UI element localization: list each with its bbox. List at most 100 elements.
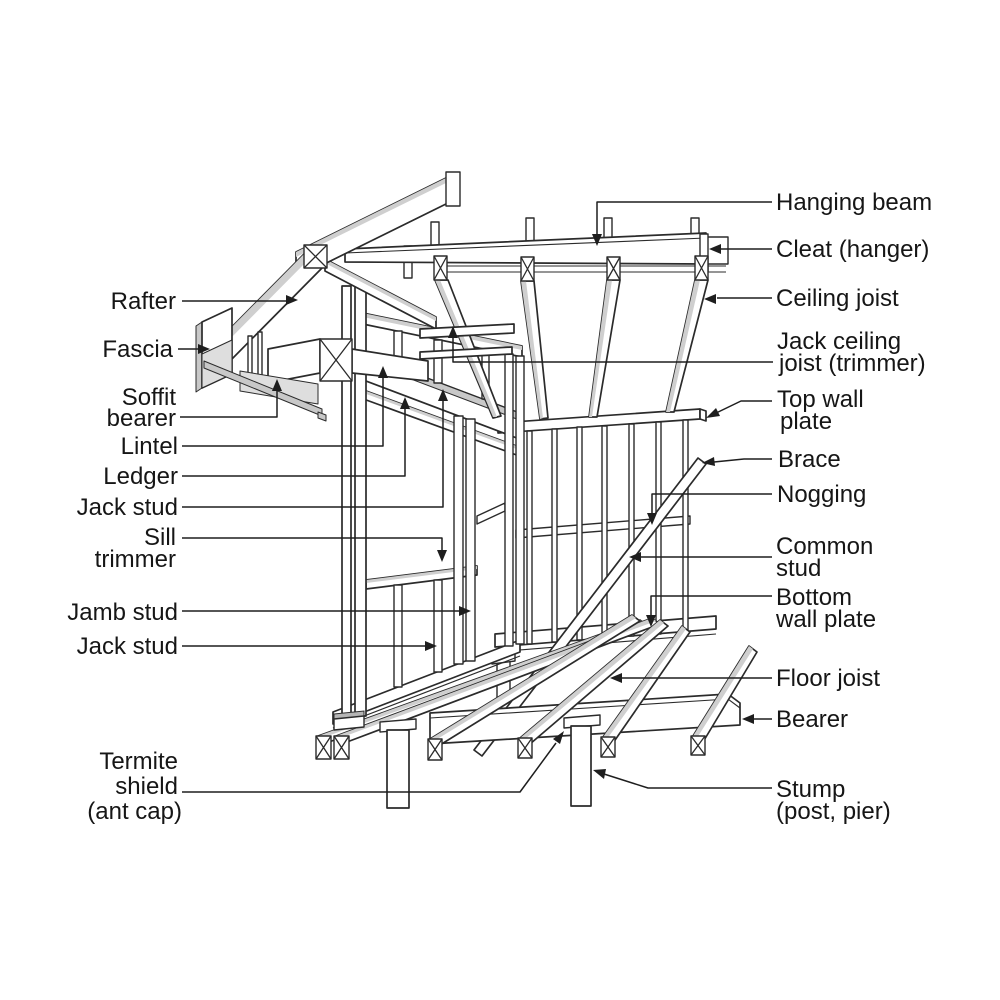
label-sill-trimmer-2: trimmer [95,546,176,573]
floor-joist-4-shade [520,620,664,740]
arrow-soffit-bearer [272,379,282,391]
labels: Hanging beam Cleat (hanger) Ceiling jois… [67,189,932,825]
jamb-stud-1 [453,415,464,665]
eave-stud-2 [257,331,263,379]
label-fascia: Fascia [102,336,173,363]
corner-stud-2 [515,355,525,645]
arrow-jack-stud-upper [438,389,448,401]
floor-joist-6-shade [693,646,753,738]
label-bottom-wall-plate-2: wall plate [775,606,876,633]
leader-lines [178,201,773,793]
label-top-wall-plate-1: Top wall [777,386,864,413]
label-ledger: Ledger [103,463,178,490]
arrow-floor-joist [610,673,622,683]
floor-joist-end-4 [517,737,533,759]
window-far-nogging [476,502,506,525]
ridge-end-cap [445,171,461,207]
common-stud-7 [682,419,689,633]
label-top-wall-plate-2: plate [780,408,832,435]
floor-joist-end-3 [427,738,443,761]
label-rafter: Rafter [111,288,176,315]
label-cleat-hanger: Cleat (hanger) [776,236,929,263]
label-nogging: Nogging [777,481,866,508]
label-termite-shield-2: shield [115,773,178,800]
arrow-cleat [709,244,721,254]
leader-soffit-bearer [180,388,278,418]
label-jack-stud-upper: Jack stud [77,494,178,521]
arrow-bottom-wall-plate [646,615,656,627]
left-wall-frame [324,258,525,731]
label-jack-stud-lower: Jack stud [77,633,178,660]
near-stud-foot [333,715,365,731]
rafter-end-section [303,244,328,269]
arrow-fascia [198,344,210,354]
label-brace: Brace [778,446,841,473]
floor-joist-5-shade [603,626,686,739]
arrow-sill-trimmer [437,550,447,562]
ceiling-joist-3-shade [589,280,612,417]
label-termite-shield-1: Termite [99,748,178,775]
corner-stud-1 [504,353,514,647]
label-termite-shield-3: (ant cap) [87,798,182,825]
jack-stud-bottom-2 [433,579,443,673]
arrow-nogging [647,513,657,525]
label-common-stud-1: Common [776,533,873,560]
sill-trimmer-shade [366,566,477,583]
ceiling-joist-1-shade [435,280,497,417]
floor-joist-3-shade [430,615,636,741]
leader-stump [603,773,772,789]
arrow-stump [593,769,606,779]
leader-jack-stud-upper [182,398,444,508]
label-ceiling-joist: Ceiling joist [776,285,899,312]
lookout-board [267,338,321,384]
arrow-rafter [286,295,298,305]
ceiling-frame [344,217,729,420]
leader-nogging [651,493,772,517]
leader-jack-ceiling-joist [452,334,773,363]
jack-ceiling-joist-bar-1 [419,323,515,339]
jack-ceiling-joist-bar-2 [419,346,513,360]
common-stud-3 [576,426,583,641]
termite-shield-cap-a [379,718,417,733]
arrow-jamb-stud [459,606,471,616]
common-stud-4 [601,425,608,639]
label-floor-joist: Floor joist [776,665,880,692]
ceiling-joist-4-shade [666,280,700,412]
label-soffit-bearer-2: bearer [107,405,176,432]
arrow-termite-shield [553,731,564,744]
ceiling-cleat-1 [433,255,448,281]
label-common-stud-2: stud [776,555,821,582]
floor-joist-1-shade [318,620,644,738]
leader-termite-shield [182,742,557,793]
arrow-ceiling-joist [704,294,716,304]
common-stud-5 [628,423,635,637]
label-sill-trimmer-1: Sill [144,524,176,551]
ceiling-cleat-2 [520,256,535,282]
floor-joist-2-shade [336,618,656,738]
arrow-common-stud [629,552,641,562]
label-jamb-stud: Jamb stud [67,599,178,626]
arrow-top-wall-plate [706,408,720,418]
arrow-lintel [378,366,388,378]
arrow-jack-ceiling-joist [448,326,458,338]
arrow-bearer [742,714,754,724]
leader-hanging-beam [596,201,772,238]
jack-stud-bottom-1 [393,584,403,688]
leader-bottom-wall-plate [650,595,772,619]
label-hanging-beam: Hanging beam [776,189,932,216]
floor-joist-end-1 [315,735,332,760]
fascia-side [195,321,203,393]
label-lintel: Lintel [121,433,178,460]
soffit-strip-end [317,411,327,422]
label-jack-ceiling-joist-2: joist (trimmer) [778,350,926,377]
common-stud-1 [526,430,533,645]
ledger-shade [358,388,522,451]
ceiling-trimmer-lines [436,265,726,273]
ceiling-cleat-3 [606,256,621,281]
floor-joist-end-6 [690,735,706,756]
stump-b [570,725,592,807]
floor-joist-end-5 [600,736,616,758]
label-bearer: Bearer [776,706,848,733]
label-soffit-bearer-1: Soffit [122,384,177,411]
